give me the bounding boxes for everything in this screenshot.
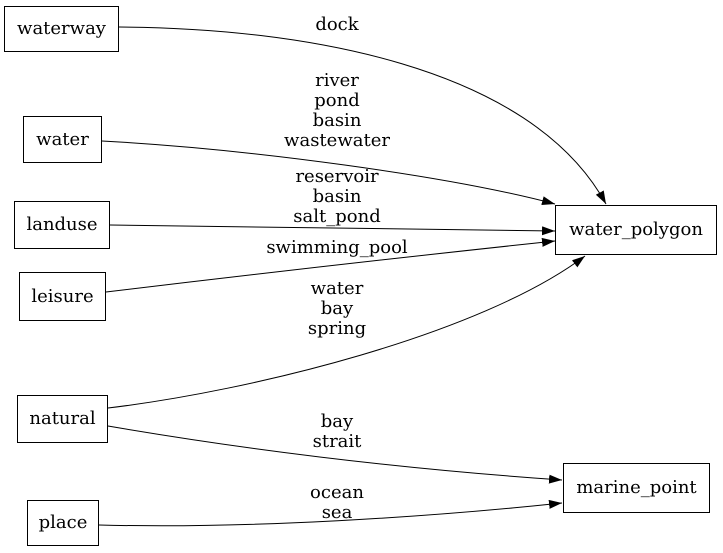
edge-label-water-water_polygon: river pond basin wastewater [284, 70, 390, 151]
node-waterway-label: waterway [17, 18, 106, 39]
edge-natural-to-water_polygon [107, 255, 586, 409]
node-marine_point-label: marine_point [576, 477, 697, 498]
edge-label-natural-water_polygon: water bay spring [307, 278, 367, 339]
node-water_polygon-label: water_polygon [569, 219, 703, 240]
node-place: place [27, 500, 99, 546]
edge-water-to-water_polygon [101, 140, 556, 206]
edge-label-place-marine_point: ocean sea [310, 482, 364, 523]
edge-natural-to-marine_point [107, 425, 563, 484]
node-natural-label: natural [29, 408, 96, 429]
edge-label-waterway-water_polygon: dock [315, 14, 359, 35]
edge-place-to-marine_point [98, 499, 563, 527]
node-landuse: landuse [14, 201, 110, 249]
edge-label-leisure-water_polygon: swimming_pool [266, 237, 408, 258]
edge-landuse-to-water_polygon [109, 224, 556, 236]
node-water: water [23, 116, 102, 163]
node-marine_point: marine_point [563, 463, 710, 513]
node-waterway: waterway [4, 6, 119, 52]
node-landuse-label: landuse [26, 214, 98, 235]
node-water_polygon: water_polygon [555, 205, 717, 255]
edge-label-natural-marine_point: bay strait [312, 411, 362, 452]
node-place-label: place [38, 512, 88, 533]
node-natural: natural [17, 395, 108, 443]
node-water-label: water [36, 128, 89, 150]
edge-waterway-to-water_polygon [118, 26, 607, 205]
node-leisure: leisure [19, 272, 106, 321]
edge-leisure-to-water_polygon [105, 237, 556, 293]
edge-label-landuse-water_polygon: reservoir basin salt_pond [293, 166, 381, 227]
node-leisure-label: leisure [31, 285, 94, 307]
